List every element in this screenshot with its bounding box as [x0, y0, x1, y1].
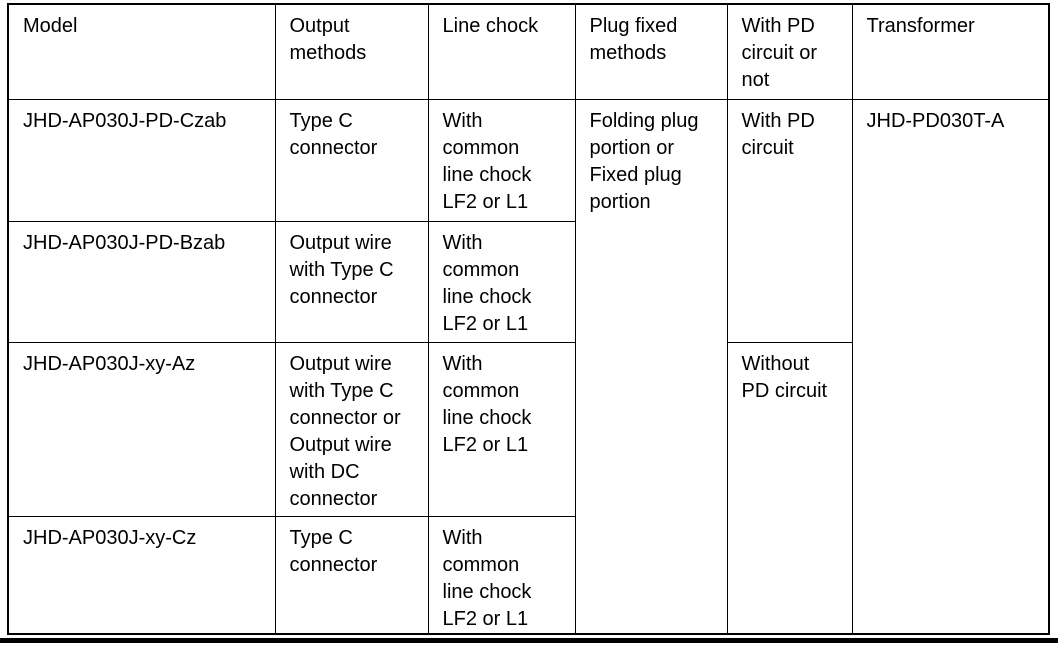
cell-pd-circuit-with: With PD circuit — [726, 98, 853, 343]
table-row: JHD-AP030J-PD-Czab Type C connector With… — [7, 98, 1050, 635]
table-row: JHD-AP030J-xy-Cz Type C connector With c… — [7, 515, 1049, 635]
cell-plug-fixed-method: Folding plug portion or Fixed plug porti… — [574, 98, 728, 635]
cell-model: JHD-AP030J-PD-Czab — [7, 98, 276, 222]
cell-transformer: JHD-PD030T-A — [851, 98, 1050, 635]
cell-output-method: Output wire with Type C connector or Out… — [274, 341, 429, 517]
cell-output-method: Type C connector — [274, 515, 429, 635]
cell-line-chock: With common line chock LF2 or L1 — [427, 515, 576, 635]
header-cell-pd-circuit: With PD circuit or not — [726, 3, 853, 100]
cell-line-chock: With common line chock LF2 or L1 — [427, 220, 576, 343]
page-bottom-rule — [0, 638, 1058, 643]
cell-line-chock: With common line chock LF2 or L1 — [427, 341, 576, 517]
header-cell-line-chock: Line chock — [427, 3, 576, 100]
header-cell-plug-fixed-methods: Plug fixed methods — [574, 3, 728, 100]
cell-model: JHD-AP030J-xy-Cz — [7, 515, 276, 635]
header-cell-output-methods: Output methods — [274, 3, 429, 100]
cell-line-chock: With common line chock LF2 or L1 — [427, 98, 576, 222]
cell-model: JHD-AP030J-PD-Bzab — [7, 220, 276, 343]
table-row: JHD-AP030J-xy-Az Output wire with Type C… — [7, 341, 1049, 635]
cell-model: JHD-AP030J-xy-Az — [7, 341, 276, 517]
header-cell-transformer: Transformer — [851, 3, 1050, 100]
cell-pd-circuit-without: Without PD circuit — [726, 341, 853, 635]
product-spec-table: Model Output methods Line chock Plug fix… — [7, 3, 1050, 635]
cell-output-method: Type C connector — [274, 98, 429, 222]
table-row: JHD-AP030J-PD-Bzab Output wire with Type… — [7, 220, 1049, 343]
header-cell-model: Model — [7, 3, 276, 100]
header-row: Model Output methods Line chock Plug fix… — [7, 3, 1050, 100]
cell-output-method: Output wire with Type C connector — [274, 220, 429, 343]
